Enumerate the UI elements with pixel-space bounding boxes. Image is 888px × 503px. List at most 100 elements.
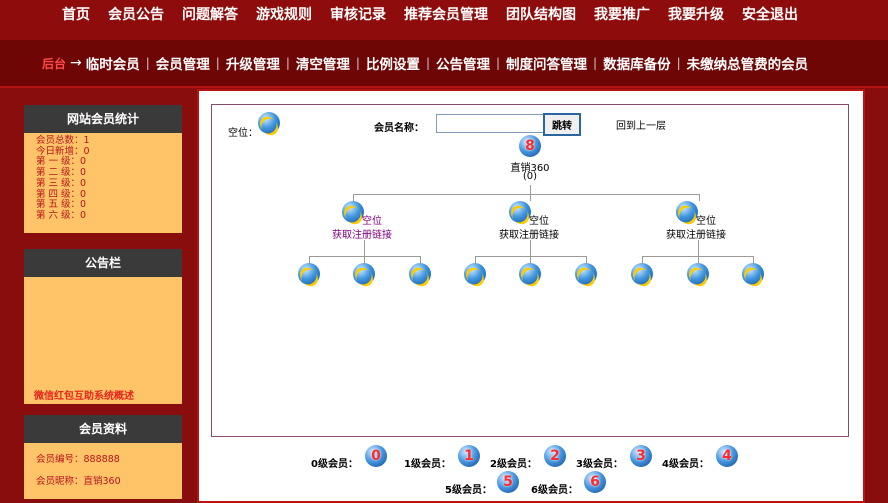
child-node-label: 空位 bbox=[529, 216, 549, 227]
member-info-title: 会员资料 bbox=[24, 415, 182, 443]
admin-subnav: 后台 → 临时会员| 会员管理| 升级管理| 清空管理| 比例设置| 公告管理|… bbox=[0, 40, 888, 88]
stat-row: 第 六 级：0 bbox=[36, 209, 87, 221]
stats-panel-title: 网站会员统计 bbox=[24, 105, 182, 133]
grandchild-coin-icon[interactable] bbox=[462, 263, 488, 290]
grandchild-coin-icon[interactable] bbox=[629, 263, 655, 290]
tree-connector bbox=[530, 194, 531, 201]
child-node-coin-icon[interactable] bbox=[674, 201, 700, 228]
stat-row: 第 二 级：0 bbox=[36, 167, 87, 179]
level-5-badge-icon: 5 bbox=[497, 471, 519, 493]
level-1-label: 1级会员： bbox=[404, 459, 451, 470]
tree-connector bbox=[364, 256, 365, 263]
arrow-right-icon: → bbox=[70, 55, 82, 71]
grandchild-coin-icon[interactable] bbox=[407, 263, 433, 290]
subnav-unpaid-members[interactable]: 未缴纳总管费的会员 bbox=[686, 57, 809, 73]
grandchild-coin-icon[interactable] bbox=[740, 263, 766, 290]
root-level-badge[interactable]: 8 bbox=[519, 135, 541, 157]
team-tree-box: 空位： 会员名称： 跳转 回到上一层 8 直销360 (0) 空位 获取注册链接… bbox=[211, 104, 849, 437]
subnav-ratio-settings[interactable]: 比例设置 bbox=[365, 57, 420, 73]
tree-connector bbox=[530, 185, 531, 194]
root-member-name[interactable]: 直销360 bbox=[510, 163, 550, 174]
tree-connector bbox=[475, 256, 587, 257]
stat-row: 今日新增：0 bbox=[36, 145, 90, 157]
level-6-label: 6级会员： bbox=[531, 485, 578, 496]
nav-announcements[interactable]: 会员公告 bbox=[108, 7, 164, 23]
member-id-row: 会员编号：888888 bbox=[36, 449, 170, 471]
subnav-clear-mgmt[interactable]: 清空管理 bbox=[295, 57, 350, 73]
level-6-badge-icon: 6 bbox=[584, 471, 606, 493]
level-0-label: 0级会员： bbox=[311, 459, 358, 470]
nav-upgrade[interactable]: 我要升级 bbox=[668, 7, 724, 23]
grandchild-coin-icon[interactable] bbox=[296, 263, 322, 290]
grandchild-coin-icon[interactable] bbox=[573, 263, 599, 290]
nav-home[interactable]: 首页 bbox=[62, 7, 90, 23]
jump-button[interactable]: 跳转 bbox=[543, 113, 581, 136]
nav-promote[interactable]: 我要推广 bbox=[594, 7, 650, 23]
nav-referral[interactable]: 推荐会员管理 bbox=[404, 7, 488, 23]
tree-connector bbox=[642, 256, 643, 263]
notice-link[interactable]: 微信红包互助系统概述 bbox=[34, 391, 134, 402]
nav-logout[interactable]: 安全退出 bbox=[742, 7, 798, 23]
tree-connector bbox=[698, 240, 699, 256]
member-nick-row: 会员昵称：直销360 bbox=[36, 471, 170, 493]
admin-label: 后台 bbox=[42, 56, 67, 71]
stat-row: 会员总数：1 bbox=[36, 135, 90, 146]
subnav-member-mgmt[interactable]: 会员管理 bbox=[155, 57, 210, 73]
tree-connector bbox=[698, 256, 699, 263]
subnav-notice-mgmt[interactable]: 公告管理 bbox=[435, 57, 490, 73]
tree-connector bbox=[475, 256, 476, 263]
subnav-db-backup[interactable]: 数据库备份 bbox=[603, 57, 671, 73]
member-name-label: 会员名称： bbox=[374, 123, 424, 134]
tree-connector bbox=[530, 240, 531, 256]
back-to-upper-level-link[interactable]: 回到上一层 bbox=[616, 121, 666, 132]
level-4-label: 4级会员： bbox=[662, 459, 709, 470]
tree-connector bbox=[364, 240, 365, 256]
member-info-panel: 会员资料 会员编号：888888 会员昵称：直销360 bbox=[24, 415, 182, 499]
stats-list: 会员总数：1 今日新增：0 第 一 级：0 第 二 级：0 第 三 级：0 第 … bbox=[24, 133, 182, 225]
root-level-number: 8 bbox=[525, 138, 535, 154]
member-nick-value: 直销360 bbox=[83, 476, 121, 487]
subnav-temp-members[interactable]: 临时会员 bbox=[85, 57, 140, 73]
level-2-label: 2级会员： bbox=[490, 459, 537, 470]
grandchild-coin-icon[interactable] bbox=[351, 263, 377, 290]
nav-rules[interactable]: 游戏规则 bbox=[256, 7, 312, 23]
member-nick-label: 会员昵称： bbox=[36, 476, 84, 487]
notice-panel-title: 公告栏 bbox=[24, 249, 182, 277]
child-node-coin-icon[interactable] bbox=[340, 201, 366, 228]
level-1-badge-icon: 1 bbox=[458, 445, 480, 467]
tree-connector bbox=[420, 256, 421, 263]
level-3-label: 3级会员： bbox=[576, 459, 623, 470]
nav-faq[interactable]: 问题解答 bbox=[182, 7, 238, 23]
top-navigation: 首页 会员公告 问题解答 游戏规则 审核记录 推荐会员管理 团队结构图 我要推广… bbox=[0, 0, 888, 40]
grandchild-coin-icon[interactable] bbox=[517, 263, 543, 290]
top-nav-items: 首页 会员公告 问题解答 游戏规则 审核记录 推荐会员管理 团队结构图 我要推广… bbox=[62, 0, 816, 28]
stat-row: 第 三 级：0 bbox=[36, 177, 87, 189]
stat-row: 第 一 级：0 bbox=[36, 156, 87, 168]
empty-slot-label: 空位： bbox=[228, 128, 258, 139]
tree-connector bbox=[353, 194, 699, 195]
child-register-link[interactable]: 获取注册链接 bbox=[332, 230, 392, 241]
level-3-badge-icon: 3 bbox=[630, 445, 652, 467]
tree-connector bbox=[530, 256, 531, 263]
notice-panel: 公告栏 微信红包互助系统概述 bbox=[24, 249, 182, 404]
nav-audit[interactable]: 审核记录 bbox=[330, 7, 386, 23]
child-register-link[interactable]: 获取注册链接 bbox=[499, 230, 559, 241]
nav-team-structure[interactable]: 团队结构图 bbox=[506, 7, 576, 23]
child-register-link[interactable]: 获取注册链接 bbox=[666, 230, 726, 241]
stat-row: 第 四 级：0 bbox=[36, 188, 87, 200]
member-name-input[interactable] bbox=[436, 114, 544, 133]
tree-toolbar: 空位： 会员名称： 跳转 回到上一层 bbox=[228, 112, 848, 139]
main-content: 空位： 会员名称： 跳转 回到上一层 8 直销360 (0) 空位 获取注册链接… bbox=[197, 89, 865, 503]
member-id-value: 888888 bbox=[83, 454, 120, 465]
grandchild-coin-icon[interactable] bbox=[685, 263, 711, 290]
level-2-badge-icon: 2 bbox=[544, 445, 566, 467]
child-node-coin-icon[interactable] bbox=[507, 201, 533, 228]
subnav-faq-mgmt[interactable]: 制度问答管理 bbox=[506, 57, 588, 73]
empty-slot-coin-icon bbox=[256, 112, 282, 139]
tree-connector bbox=[753, 256, 754, 263]
tree-connector bbox=[309, 256, 421, 257]
subnav-upgrade-mgmt[interactable]: 升级管理 bbox=[225, 57, 280, 73]
tree-connector bbox=[353, 194, 354, 201]
stats-panel: 网站会员统计 会员总数：1 今日新增：0 第 一 级：0 第 二 级：0 第 三… bbox=[24, 105, 182, 233]
child-node-label: 空位 bbox=[362, 216, 382, 227]
